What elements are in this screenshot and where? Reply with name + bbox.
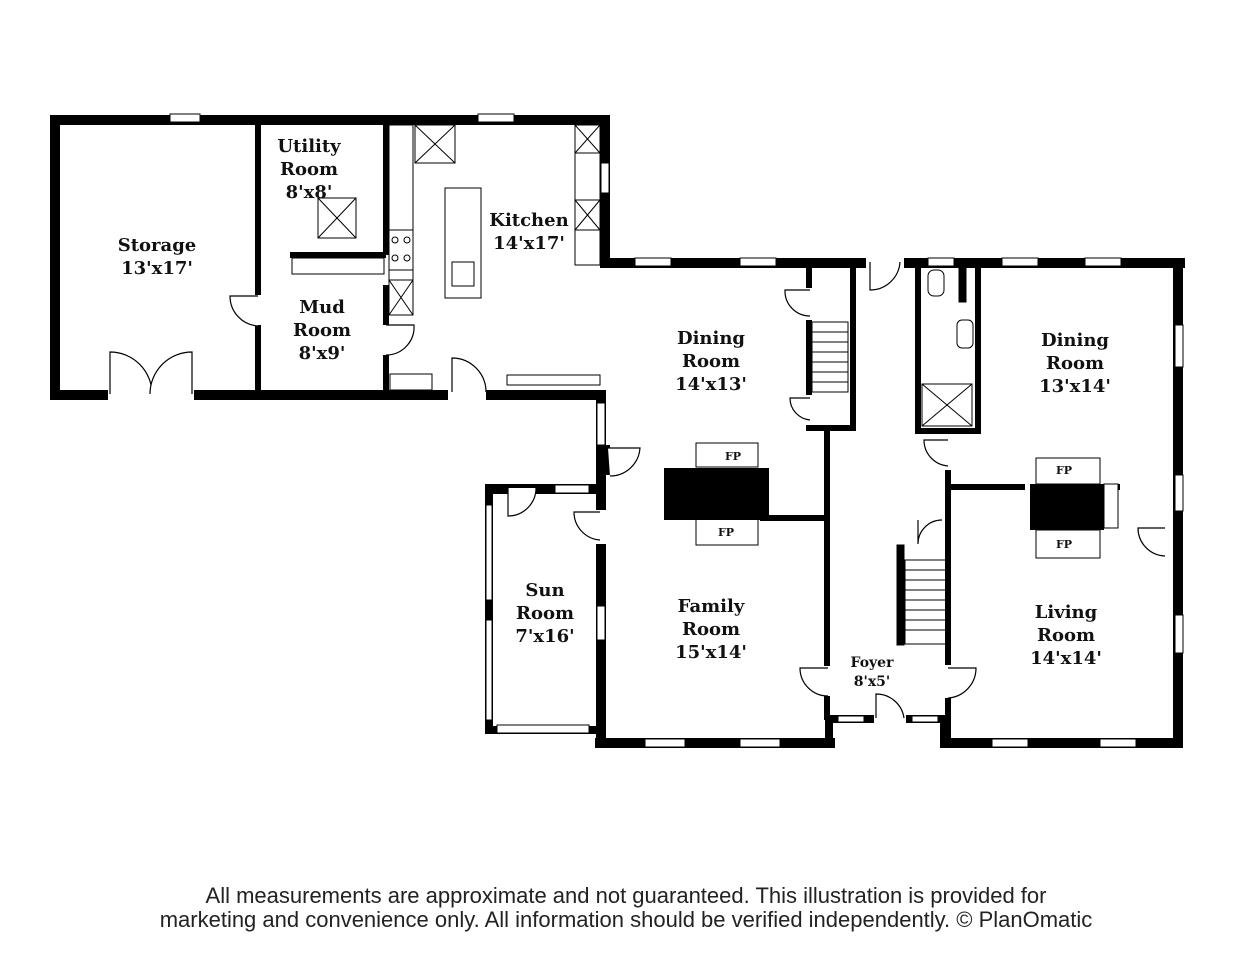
utility-name-2: Room xyxy=(280,159,338,180)
stove-icon xyxy=(388,229,414,271)
kitchen-fixtures xyxy=(291,124,601,391)
fireplace-right xyxy=(1030,484,1104,530)
dining-right-dims: 13'x14' xyxy=(1039,376,1111,397)
living-name-1: Living xyxy=(1035,602,1098,623)
sink-icon xyxy=(451,261,475,287)
toilet-icon xyxy=(927,269,945,297)
mud-name-2: Room xyxy=(293,320,351,341)
sun-name-2: Room xyxy=(516,603,574,624)
living-name-2: Room xyxy=(1037,625,1095,646)
fp-label-dining-left: FP xyxy=(725,450,741,463)
dining-left-name-2: Room xyxy=(682,351,740,372)
fp-label-family: FP xyxy=(718,526,734,539)
dining-left-dims: 14'x13' xyxy=(675,374,747,395)
sun-name-1: Sun xyxy=(525,580,564,601)
dining-left-name-1: Dining xyxy=(677,328,745,349)
utility-dims: 8'x8' xyxy=(286,182,333,203)
storage-dims: 13'x17' xyxy=(121,258,193,279)
living-dims: 14'x14' xyxy=(1030,648,1102,669)
disclaimer-line-2: marketing and convenience only. All info… xyxy=(159,907,1093,932)
family-name-2: Room xyxy=(682,619,740,640)
mud-dims: 8'x9' xyxy=(299,343,346,364)
foyer-name: Foyer xyxy=(851,655,895,671)
disclaimer: All measurements are approximate and not… xyxy=(0,884,1252,932)
fp-label-living: FP xyxy=(1056,538,1072,551)
kitchen-name: Kitchen xyxy=(489,210,568,231)
foyer-dims: 8'x5' xyxy=(854,674,890,690)
utility-name-1: Utility xyxy=(277,136,341,157)
storage-name: Storage xyxy=(118,235,197,256)
dining-right-name-2: Room xyxy=(1046,353,1104,374)
mud-name-1: Mud xyxy=(299,297,345,318)
kitchen-dims: 14'x17' xyxy=(493,233,565,254)
fp-label-dining-right: FP xyxy=(1056,464,1072,477)
fireplaces xyxy=(664,442,1119,559)
family-name-1: Family xyxy=(678,596,745,617)
stairs xyxy=(811,321,948,646)
family-dims: 15'x14' xyxy=(675,642,747,663)
exterior-walls xyxy=(50,115,1185,748)
disclaimer-line-1: All measurements are approximate and not… xyxy=(205,883,1047,908)
bathroom-fixtures xyxy=(921,267,974,427)
fireplace-left xyxy=(664,468,769,520)
dining-right-name-1: Dining xyxy=(1041,330,1109,351)
doors xyxy=(108,255,1166,726)
windows xyxy=(169,113,1184,748)
bath-sink-icon xyxy=(956,319,974,349)
sun-dims: 7'x16' xyxy=(515,626,574,647)
